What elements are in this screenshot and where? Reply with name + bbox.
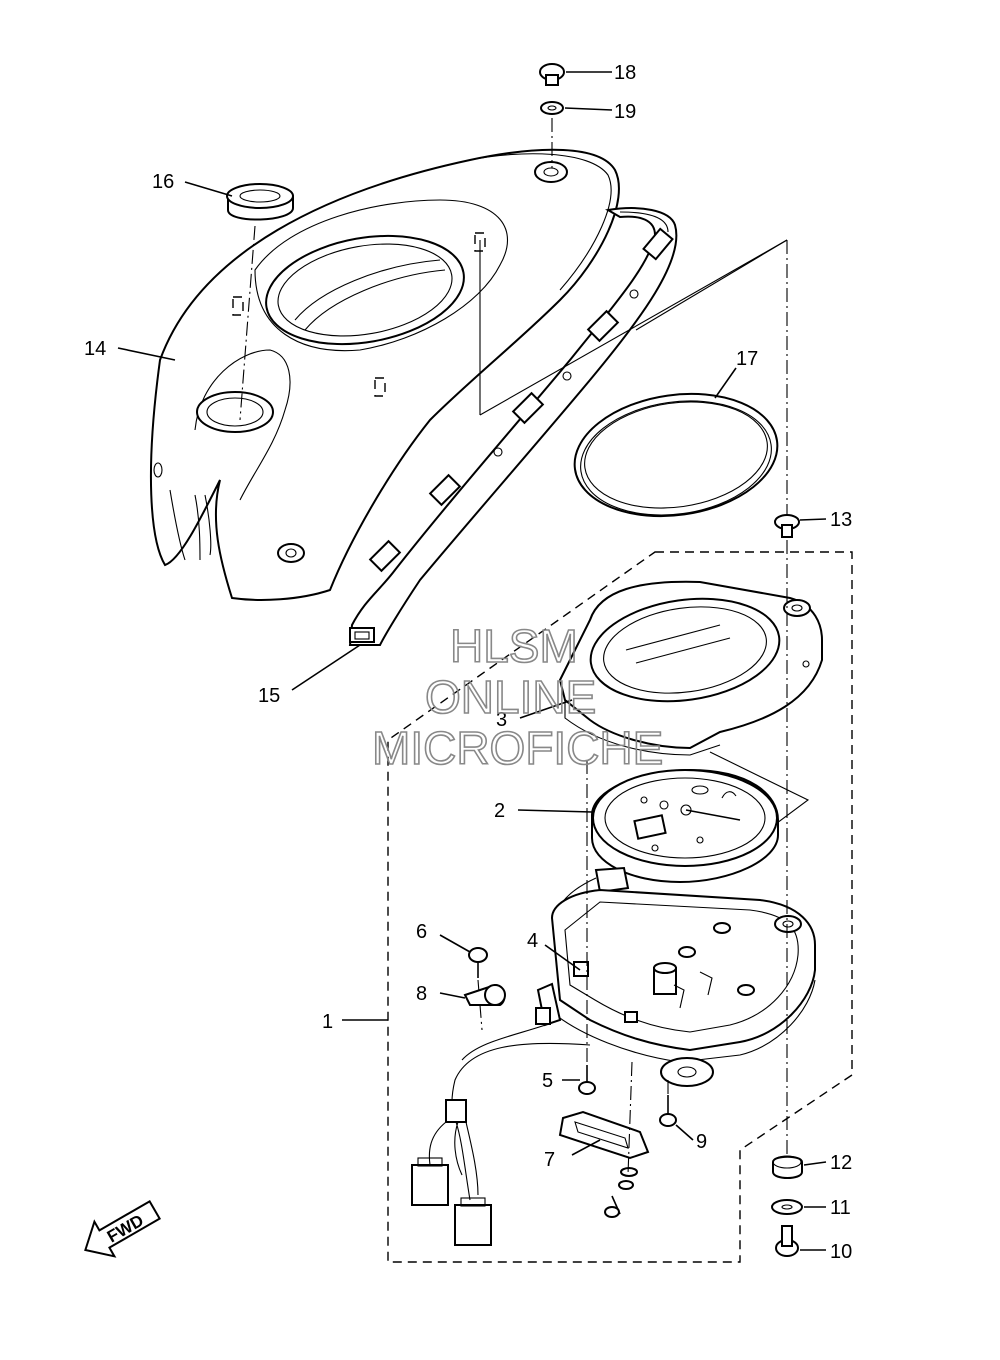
watermark: HLSM ONLINE MICROFICHE: [371, 619, 664, 775]
meter-case-bottom-part-4[interactable]: [550, 888, 816, 1087]
callout-13: 13: [830, 509, 852, 531]
callout-17: 17: [736, 348, 758, 370]
callout-18: 18: [614, 62, 636, 84]
callout-19: 19: [614, 101, 636, 123]
meter-case-part-3[interactable]: [558, 580, 823, 756]
callout-4: 4: [527, 930, 538, 952]
callout-6: 6: [416, 921, 427, 943]
callout-3: 3: [496, 709, 507, 731]
clamp-part-8[interactable]: [463, 983, 506, 1006]
watermark-line-1: HLSM: [450, 620, 578, 672]
callout-2: 2: [494, 800, 505, 822]
guide-line: [479, 239, 788, 416]
gasket-part-7[interactable]: [558, 1110, 650, 1218]
watermark-line-3: MICROFICHE: [372, 722, 663, 774]
screw-part-9[interactable]: [659, 1095, 677, 1127]
callout-12: 12: [830, 1152, 852, 1174]
guide-line: [635, 239, 788, 331]
bolt-part-10[interactable]: [775, 1225, 799, 1257]
callout-11: 11: [830, 1197, 851, 1219]
leader-lines: [117, 71, 827, 1251]
bolt-part-18[interactable]: [539, 63, 565, 86]
callout-16: 16: [152, 171, 174, 193]
meter-cover-part-14[interactable]: [149, 148, 620, 601]
callout-9: 9: [696, 1131, 707, 1153]
lens-ring-part-17[interactable]: [567, 381, 786, 528]
collar-part-13[interactable]: [774, 514, 800, 538]
screw-part-5[interactable]: [578, 1065, 596, 1095]
callout-14: 14: [84, 338, 106, 360]
gauge-unit-part-2[interactable]: [557, 751, 810, 976]
washer-part-11[interactable]: [771, 1199, 803, 1215]
washer-part-19[interactable]: [540, 101, 564, 115]
forward-direction-arrow: FWD: [84, 1199, 162, 1258]
screw-part-6[interactable]: [468, 947, 488, 978]
watermark-line-2: ONLINE: [425, 671, 596, 723]
wiring-harness[interactable]: [411, 982, 591, 1246]
callout-5: 5: [542, 1070, 553, 1092]
grommet-part-12[interactable]: [772, 1155, 803, 1179]
callout-1: 1: [322, 1011, 333, 1033]
callout-8: 8: [416, 983, 427, 1005]
trim-strip-part-15[interactable]: [348, 207, 678, 646]
callout-7: 7: [544, 1149, 555, 1171]
callout-10: 10: [830, 1241, 852, 1263]
callout-15: 15: [258, 685, 280, 707]
grommet-part-16[interactable]: [226, 183, 294, 421]
